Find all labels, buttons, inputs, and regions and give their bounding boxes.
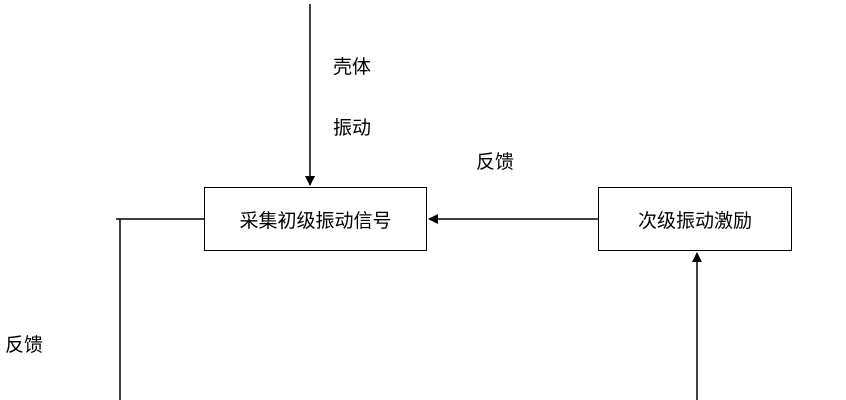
vibration-label: 振动 xyxy=(333,117,372,139)
secondary-vibration-excitation-box: 次级振动激励 xyxy=(598,187,792,251)
collect-box-label: 采集初级振动信号 xyxy=(239,209,392,232)
feedback-label-top: 反馈 xyxy=(476,151,515,173)
feedback-label-left: 反馈 xyxy=(5,334,44,356)
shell-label: 壳体 xyxy=(333,56,372,78)
secondary-box-label: 次级振动激励 xyxy=(637,209,752,232)
collect-primary-vibration-box: 采集初级振动信号 xyxy=(204,187,427,251)
